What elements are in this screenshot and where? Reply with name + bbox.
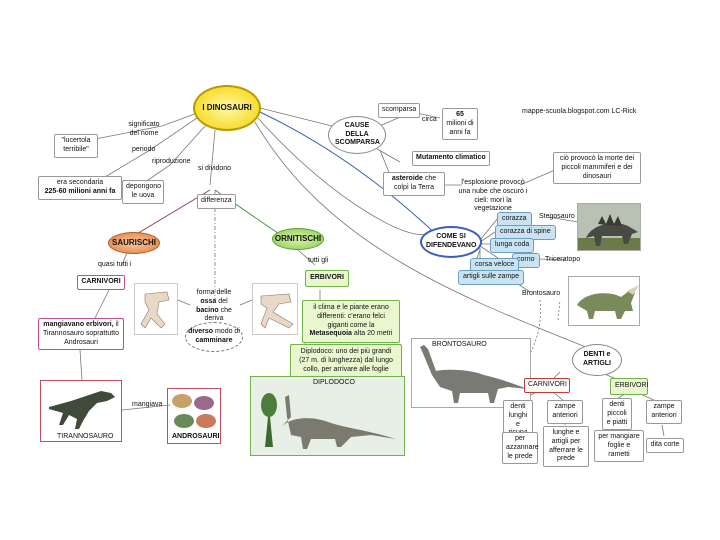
central-topic-label: I DINOSAURI	[202, 103, 252, 113]
death-node[interactable]: ciò provocò la morte dei piccoli mammife…	[553, 152, 641, 184]
androsauri-caption: ANDROSAURI	[172, 433, 219, 440]
erbivori-teeth-use[interactable]: per mangiare foglie e rametti	[594, 430, 644, 462]
cause-label: CAUSE DELLA SCOMPARSA	[335, 122, 379, 148]
climate-node[interactable]: il clima e le piante erano differenti: c…	[302, 300, 400, 343]
climate-change-node[interactable]: Mutamento climatico	[412, 151, 490, 166]
ornitischi-label: ORNITISCHI	[275, 234, 321, 244]
defence-label: COME SI DIFENDEVANO	[426, 233, 476, 251]
diplodoco-caption: DIPLODOCO	[313, 379, 355, 386]
defence-item[interactable]: artigli sulle zampe	[458, 270, 524, 285]
asteroid-bold: asteroide	[392, 175, 423, 182]
pelvis-p2: del	[218, 298, 227, 305]
diplodoco-text-node[interactable]: Diplodoco: uno dei più grandi (27 m. di …	[290, 344, 402, 378]
meaning-link: significato del nome	[124, 120, 164, 140]
triceratopo-label: Triceratopo	[543, 255, 582, 266]
erbivori-node[interactable]: ERBIVORI	[305, 270, 349, 287]
years-bold: 65	[456, 111, 464, 118]
period-link: periodo	[130, 145, 157, 156]
reproduction-node[interactable]: depongono le uova	[122, 180, 164, 204]
saurischi-node[interactable]: SAURISCHI	[108, 232, 160, 254]
triceratopo-icon	[569, 277, 640, 326]
carnivori-legs-node[interactable]: zampe anteriori	[547, 400, 583, 424]
erbivori-teeth-node[interactable]: denti piccoli e piatti	[602, 398, 632, 430]
pelvis-p1: forma delle	[197, 289, 232, 296]
erbivori-legs-use[interactable]: dita corte	[646, 438, 684, 453]
pelvis-bold1: ossa	[200, 298, 216, 305]
teeth-node[interactable]: DENTI e ARTIGLI	[572, 344, 622, 376]
stegosauro-label: Stegosauro	[537, 212, 577, 223]
period-line1: era secondaria	[42, 179, 118, 188]
bone-icon	[135, 284, 178, 335]
teeth-carnivori[interactable]: CARNIVORI	[524, 378, 570, 393]
tirannosauro-icon	[41, 381, 122, 433]
teeth-erbivori[interactable]: ERBIVORI	[610, 378, 648, 395]
pelvis-bold2: bacino	[196, 307, 219, 314]
carnivori-teeth-use[interactable]: per azzannare le prede	[502, 432, 538, 464]
saurischi-pelvis-image	[134, 283, 178, 335]
androsauri-image: ANDROSAURI	[167, 388, 221, 444]
scomparsa-node[interactable]: scomparsa	[378, 103, 420, 118]
explosion-node: l'esplosione provocò una nube che oscurò…	[456, 178, 530, 215]
tirannosauro-caption: TIRANNOSAURO	[57, 433, 113, 440]
reproduction-link: riproduzione	[150, 157, 193, 168]
brontosauro-label: Brontosauro	[520, 289, 562, 300]
carnivori-diet-node[interactable]: mangiavano erbivori, il Tirannosauro sop…	[38, 318, 124, 350]
ornitischi-node[interactable]: ORNITISCHI	[272, 228, 324, 250]
walking-bold1: diverso	[188, 328, 213, 335]
climate-text-2: alta 20 metri	[354, 330, 393, 337]
mangiava-link: mangiava	[130, 400, 164, 411]
androsauri-icon	[168, 389, 221, 433]
asteroid-node[interactable]: asteroide che colpì la Terra	[383, 172, 445, 196]
triceratopo-image	[568, 276, 640, 326]
walking-node[interactable]: diverso modo di camminare	[185, 322, 243, 352]
stegosauro-image	[577, 203, 641, 251]
years-rest: milioni di anni fa	[446, 120, 473, 136]
carnivori-node[interactable]: CARNIVORI	[77, 275, 125, 290]
saurischi-link: quasi tutti i	[96, 260, 133, 271]
defence-item[interactable]: lunga coda	[490, 238, 534, 253]
pelvis-text: forma delle ossa del bacino che deriva	[190, 288, 238, 325]
period-node[interactable]: era secondaria 225-60 milioni anni fa	[38, 176, 122, 200]
bone-icon	[253, 284, 298, 335]
period-line2: 225-60 milioni anni fa	[42, 188, 118, 197]
walking-text: modo di	[215, 328, 240, 335]
erbivori-legs-node[interactable]: zampe anteriori	[646, 400, 682, 424]
teeth-label: DENTI e ARTIGLI	[579, 351, 615, 369]
carnivori-legs-use[interactable]: lunghe e artigli per afferrare le prede	[543, 426, 589, 467]
saurischi-label: SAURISCHI	[112, 238, 156, 248]
years-node[interactable]: 65 milioni di anni fa	[442, 108, 478, 140]
brontosauro-image: BRONTOSAURO	[411, 338, 531, 408]
cause-node[interactable]: CAUSE DELLA SCOMPARSA	[328, 116, 386, 154]
brontosauro-icon	[412, 339, 531, 408]
diet-bold: mangiavano erbivori,	[43, 321, 113, 328]
difference-node[interactable]: differenza	[197, 194, 236, 209]
divide-link: si dividono	[196, 164, 233, 175]
central-topic[interactable]: I DINOSAURI	[193, 85, 261, 131]
meaning-node[interactable]: "lucertola terribile"	[54, 134, 98, 158]
brontosauro-caption: BRONTOSAURO	[432, 341, 487, 348]
diplodoco-image: DIPLODOCO	[250, 376, 405, 456]
ornitischi-pelvis-image	[252, 283, 298, 335]
defence-node[interactable]: COME SI DIFENDEVANO	[420, 226, 482, 258]
stegosauro-icon	[578, 204, 641, 251]
circa-link: circa	[420, 115, 439, 126]
walking-bold2: camminare	[196, 337, 233, 344]
ornitischi-link: tutti gli	[306, 256, 330, 267]
credits: mappe-scuola.blogspot.com LC-Rick	[520, 107, 638, 118]
tirannosauro-image: TIRANNOSAURO	[40, 380, 122, 442]
climate-text: il clima e le piante erano differenti: c…	[313, 304, 389, 329]
diplodoco-icon	[251, 377, 405, 456]
climate-bold: Metasequoia	[310, 330, 352, 337]
